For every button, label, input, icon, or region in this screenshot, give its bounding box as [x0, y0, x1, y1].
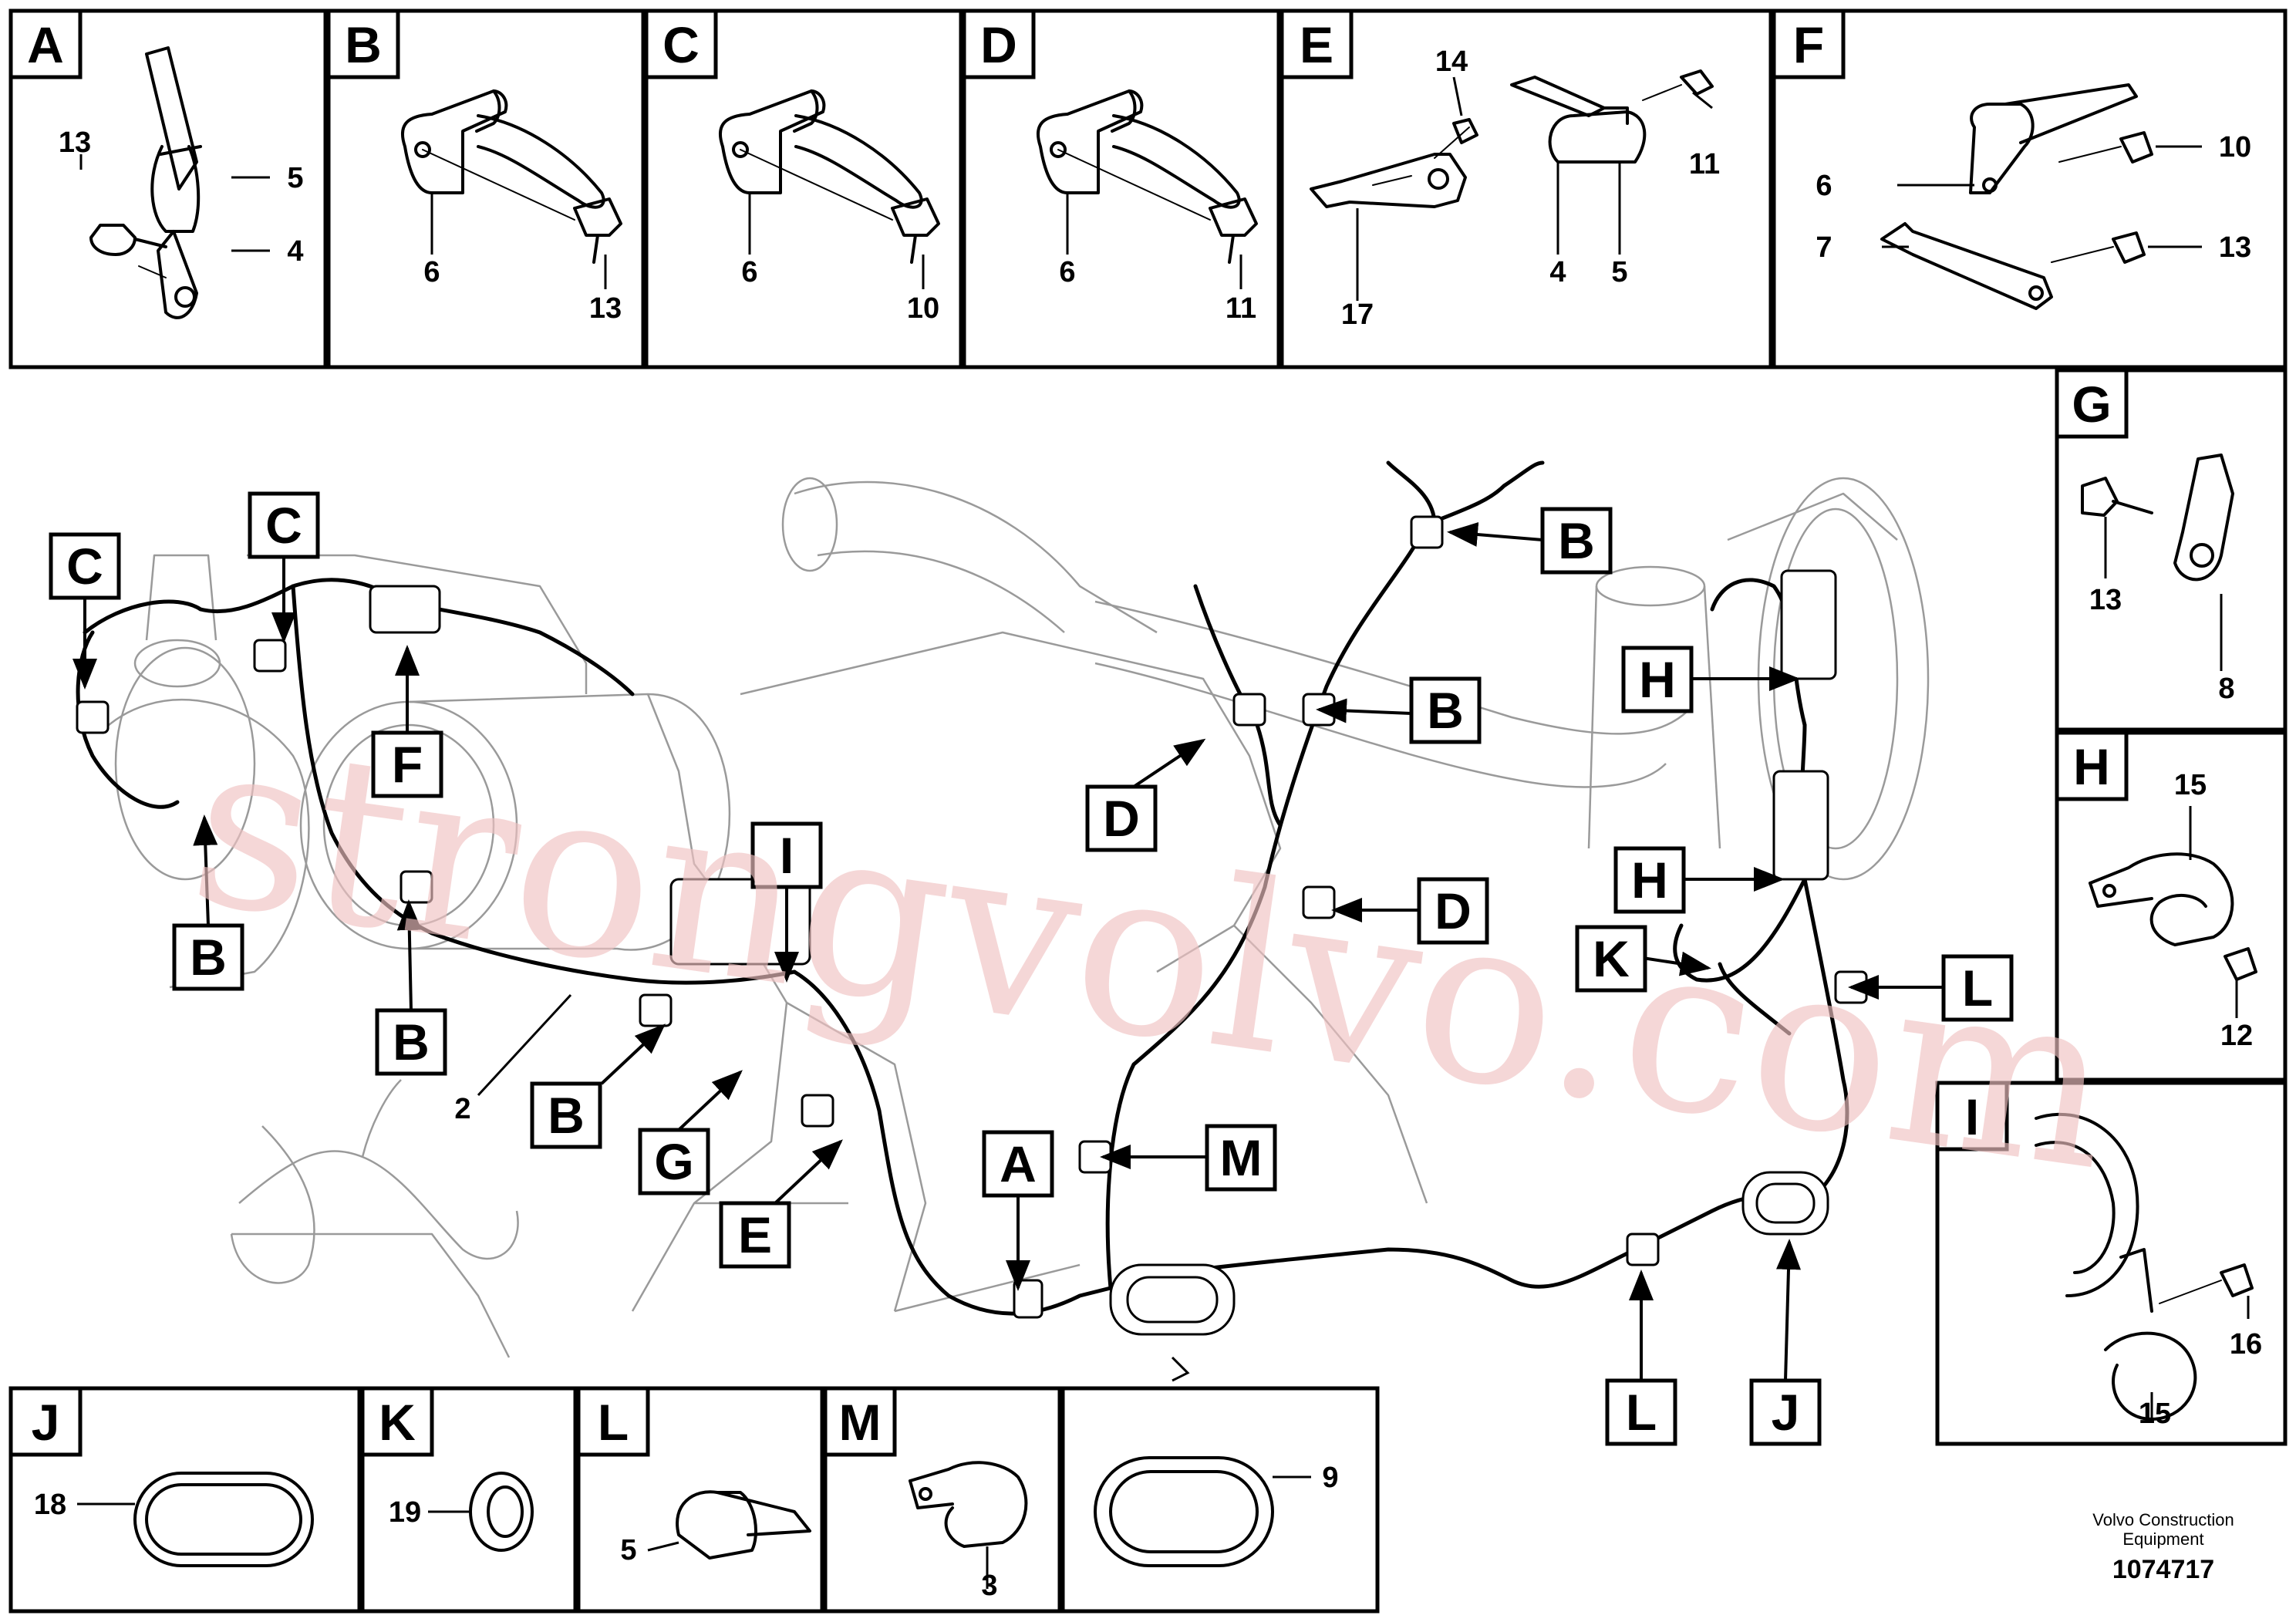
svg-text:I: I: [780, 827, 794, 884]
svg-text:6: 6: [741, 256, 757, 288]
svg-text:I: I: [1965, 1088, 1979, 1145]
svg-text:L: L: [1962, 959, 1993, 1017]
svg-text:6: 6: [1059, 256, 1075, 288]
svg-text:L: L: [598, 1394, 629, 1451]
svg-text:4: 4: [1549, 256, 1566, 288]
svg-text:G: G: [654, 1133, 693, 1190]
panel-letter-tabs: [8, 8, 2129, 1457]
watermark: strongvolvo.com: [178, 687, 2127, 1222]
svg-text:11: 11: [1689, 148, 1720, 180]
svg-text:18: 18: [34, 1489, 66, 1521]
svg-text:16: 16: [2230, 1328, 2262, 1361]
svg-text:H: H: [2073, 738, 2110, 795]
svg-text:13: 13: [2089, 584, 2122, 616]
callout-letters: C C F B B B G E I A M D D B B H H K L L …: [66, 497, 1993, 1441]
svg-text:K: K: [1593, 930, 1630, 987]
svg-text:M: M: [1220, 1129, 1263, 1186]
svg-text:E: E: [738, 1206, 772, 1263]
svg-text:17: 17: [1341, 298, 1374, 331]
svg-text:M: M: [839, 1394, 882, 1451]
svg-text:K: K: [379, 1394, 416, 1451]
svg-text:6: 6: [423, 256, 440, 288]
svg-text:E: E: [1300, 16, 1333, 73]
svg-text:13: 13: [2219, 231, 2251, 264]
svg-text:F: F: [392, 736, 423, 793]
panel-illustrations: [89, 46, 2257, 1567]
svg-text:4: 4: [287, 235, 303, 268]
svg-text:H: H: [1639, 651, 1676, 708]
svg-text:A: A: [27, 16, 64, 73]
svg-text:A: A: [1000, 1135, 1037, 1192]
svg-text:15: 15: [2174, 769, 2207, 801]
svg-text:C: C: [663, 16, 700, 73]
svg-text:13: 13: [59, 126, 91, 159]
svg-text:5: 5: [1611, 256, 1627, 288]
svg-text:14: 14: [1435, 46, 1468, 78]
svg-text:B: B: [548, 1087, 585, 1144]
svg-text:J: J: [32, 1394, 60, 1451]
svg-text:H: H: [1631, 851, 1668, 909]
svg-text:10: 10: [907, 292, 939, 325]
svg-text:12: 12: [2220, 1020, 2253, 1052]
svg-text:B: B: [190, 929, 227, 986]
panel-letters: A B C D E F G H I J K L M: [27, 16, 2112, 1451]
svg-text:5: 5: [287, 162, 303, 194]
svg-text:3: 3: [981, 1570, 997, 1602]
svg-text:D: D: [1435, 882, 1472, 939]
panel-part-numbers: 13 5 4 6 13 6 10 6 11 14 11 17 4 5 6 10 …: [34, 46, 2262, 1602]
svg-text:C: C: [66, 538, 103, 595]
svg-text:D: D: [1103, 790, 1140, 847]
svg-text:B: B: [1558, 512, 1595, 569]
panel-frames: [8, 8, 2288, 1614]
svg-text:Volvo Construction: Volvo Construction: [2092, 1510, 2234, 1529]
svg-text:9: 9: [1322, 1462, 1338, 1494]
svg-text:F: F: [1793, 16, 1824, 73]
svg-text:B: B: [345, 16, 382, 73]
svg-text:Equipment: Equipment: [2122, 1529, 2203, 1549]
svg-text:D: D: [980, 16, 1017, 73]
svg-text:7: 7: [1816, 231, 1832, 264]
harness-clips: [76, 515, 1868, 1336]
leader-lines: [77, 76, 2250, 1589]
svg-text:6: 6: [1816, 170, 1832, 202]
svg-text:8: 8: [2218, 673, 2234, 705]
svg-text:J: J: [1772, 1384, 1800, 1441]
svg-text:11: 11: [1226, 292, 1256, 325]
svg-text:13: 13: [589, 292, 622, 325]
svg-text:B: B: [393, 1013, 430, 1071]
svg-text:G: G: [2072, 376, 2111, 433]
svg-text:10: 10: [2219, 131, 2251, 164]
svg-text:5: 5: [620, 1534, 636, 1566]
svg-text:C: C: [265, 497, 302, 554]
svg-text:19: 19: [389, 1496, 421, 1529]
brand-block: Volvo Construction Equipment 1074717: [2092, 1510, 2234, 1584]
part-number-2: 2: [454, 1093, 470, 1125]
svg-text:B: B: [1427, 682, 1464, 739]
svg-text:1074717: 1074717: [2112, 1555, 2214, 1584]
svg-text:L: L: [1626, 1384, 1657, 1441]
callout-boxes: [49, 491, 2014, 1446]
svg-text:15: 15: [2139, 1398, 2171, 1430]
